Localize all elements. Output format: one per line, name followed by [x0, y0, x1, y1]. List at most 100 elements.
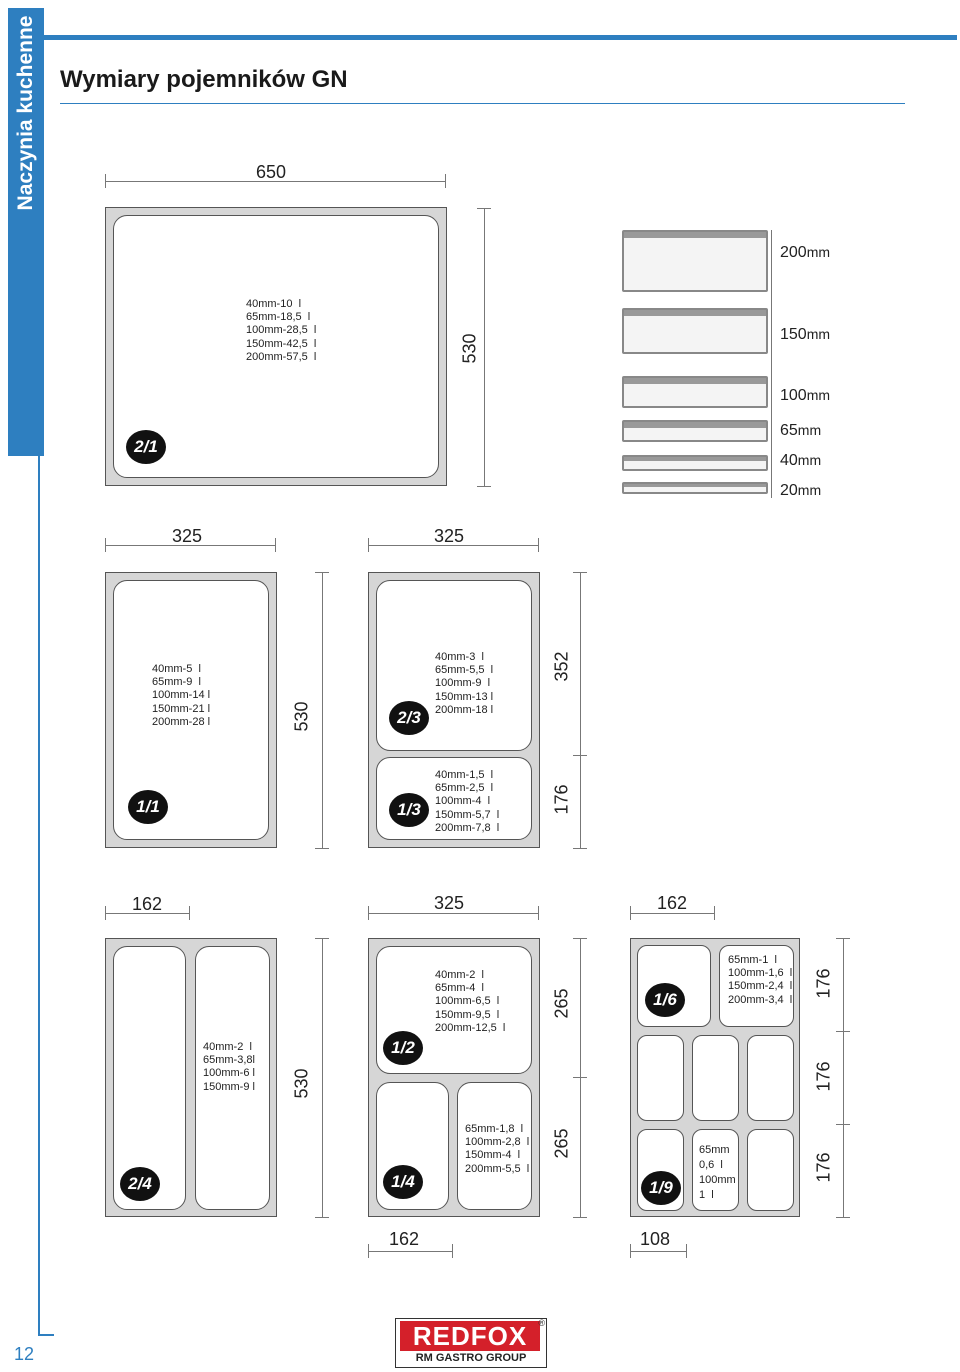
side-rule	[38, 456, 40, 1336]
dimension-line	[580, 572, 581, 848]
dimension-tick	[573, 938, 587, 939]
page-title: Wymiary pojemników GN	[60, 66, 348, 93]
gn19-badge: 1/9	[641, 1171, 681, 1205]
row2-width-left-label: 325	[172, 526, 203, 546]
pan-40mm-illustration	[622, 455, 768, 471]
depth-label-20: 20mm	[780, 482, 822, 499]
dimension-tick	[573, 1077, 587, 1078]
footer-rule	[40, 1334, 54, 1336]
pan-65mm-illustration	[622, 420, 768, 442]
dimension-tick	[573, 1217, 587, 1218]
pan-100mm-illustration	[622, 376, 768, 408]
gn16-capacity-list: 65mm-1 l 100mm-1,6 l 150mm-2,4 l 200mm-3…	[728, 954, 793, 1006]
dimension-tick	[445, 174, 446, 188]
gn19-capacity-list: 65mm 0,6 l 100mm 1 l	[699, 1144, 736, 1201]
dimension-tick	[573, 755, 587, 756]
row3-bottom-width-b-label: 162	[389, 1229, 420, 1249]
gn24-inner-right	[195, 946, 270, 1210]
gn23-capacity-list: 40mm-3 l 65mm-5,5 l 100mm-9 l 150mm-13 l…	[435, 651, 494, 716]
gn11-container: 40mm-5 l 65mm-9 l 100mm-14 l 150mm-21 l …	[105, 572, 277, 848]
side-band	[8, 8, 44, 456]
depth-label-40: 40mm	[780, 452, 822, 469]
gn14-badge: 1/4	[383, 1165, 423, 1199]
dimension-line	[368, 913, 538, 914]
dimension-tick	[477, 208, 491, 209]
pan-20mm-illustration	[622, 482, 768, 494]
gn21-container: 40mm-10 l 65mm-18,5 l 100mm-28,5 l 150mm…	[105, 207, 447, 486]
gn19-height-label-3: 176	[813, 1152, 834, 1183]
depth-label-100: 100mm	[780, 387, 831, 404]
redfox-logo: REDFOX ® RM GASTRO GROUP	[395, 1318, 547, 1368]
gn24-container: 40mm-2 l 65mm-3,8l 100mm-6 l 150mm-9 l 2…	[105, 938, 277, 1217]
dimension-tick	[315, 1217, 329, 1218]
dimension-tick	[275, 538, 276, 552]
top-rule	[44, 35, 957, 40]
row2-width-right-label: 325	[434, 526, 465, 546]
side-label: Naczynia kuchenne	[8, 8, 44, 218]
dimension-tick	[836, 938, 850, 939]
gn21-width-label: 650	[256, 162, 287, 182]
gn14-inner-right	[457, 1082, 532, 1210]
dimension-tick	[836, 1217, 850, 1218]
dimension-tick	[573, 848, 587, 849]
pan-150mm-illustration	[622, 308, 768, 354]
dimension-tick	[105, 538, 106, 552]
dimension-tick	[368, 1244, 369, 1258]
dimension-tick	[630, 1244, 631, 1258]
gn19-cell	[692, 1129, 739, 1211]
dimension-line	[105, 545, 275, 546]
dimension-tick	[477, 486, 491, 487]
depth-label-65: 65mm	[780, 422, 822, 439]
dimension-line	[484, 208, 485, 486]
gn19-cell	[747, 1129, 794, 1211]
dimension-tick	[315, 572, 329, 573]
gn11-height-label: 530	[291, 701, 312, 732]
gn16-inner-right	[719, 945, 794, 1027]
dimension-tick	[573, 572, 587, 573]
dimension-tick	[630, 906, 631, 920]
dimension-tick	[105, 174, 106, 188]
dimension-tick	[538, 906, 539, 920]
dimension-line	[322, 938, 323, 1217]
gn23-badge: 2/3	[389, 701, 429, 735]
gn23-height-label: 352	[551, 651, 572, 682]
row3-width-b-label: 325	[434, 893, 465, 913]
dimension-tick	[836, 1031, 850, 1032]
gn13-height-label: 176	[551, 784, 572, 815]
gn11-badge: 1/1	[128, 790, 168, 824]
dimension-tick	[368, 538, 369, 552]
dimension-line	[105, 181, 445, 182]
page-number: 12	[14, 1344, 35, 1364]
logo-brand-text: REDFOX	[412, 1320, 528, 1351]
title-rule	[60, 103, 905, 104]
depth-scale-line	[771, 230, 772, 498]
gn19-cell	[747, 1035, 794, 1121]
dimension-line	[322, 572, 323, 848]
gn14-height-label: 265	[551, 1128, 572, 1159]
gn12-badge: 1/2	[383, 1031, 423, 1065]
pan-200mm-illustration	[622, 230, 768, 292]
dimension-line	[630, 913, 714, 914]
gn21-capacity-list: 40mm-10 l 65mm-18,5 l 100mm-28,5 l 150mm…	[246, 298, 317, 363]
gn16-height-label: 176	[813, 968, 834, 999]
row3-bottom-width-c-label: 108	[640, 1229, 671, 1249]
gn16-19-container: 65mm-1 l 100mm-1,6 l 150mm-2,4 l 200mm-3…	[630, 938, 800, 1217]
gn13-badge: 1/3	[389, 793, 429, 827]
dimension-line	[368, 545, 538, 546]
dimension-tick	[538, 538, 539, 552]
gn12-height-label: 265	[551, 988, 572, 1019]
dimension-tick	[315, 938, 329, 939]
gn24-capacity-list: 40mm-2 l 65mm-3,8l 100mm-6 l 150mm-9 l	[203, 1041, 255, 1093]
gn14-capacity-list: 65mm-1,8 l 100mm-2,8 l 150mm-4 l 200mm-5…	[465, 1123, 530, 1175]
dimension-tick	[105, 906, 106, 920]
gn16-badge: 1/6	[645, 983, 685, 1017]
dimension-line	[630, 1251, 686, 1252]
side-label-text: Naczynia kuchenne	[14, 15, 37, 211]
dimension-tick	[189, 906, 190, 920]
dimension-tick	[714, 906, 715, 920]
logo-subtitle: RM GASTRO GROUP	[415, 1352, 527, 1364]
gn21-inner	[113, 215, 439, 478]
gn19-cell	[692, 1035, 739, 1121]
gn19-cell	[637, 1035, 684, 1121]
row3-width-c-label: 162	[657, 893, 688, 913]
